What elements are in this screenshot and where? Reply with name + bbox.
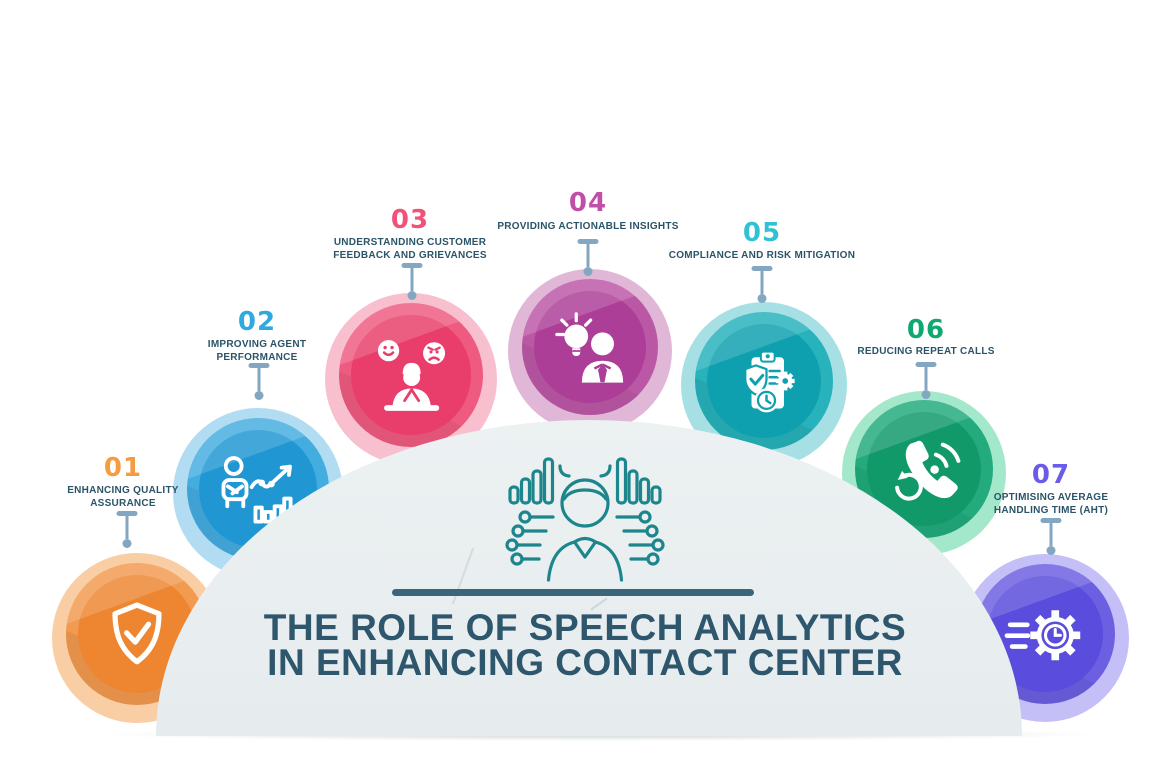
step-label: ENHANCING QUALITY ASSURANCE [67,485,179,509]
circle-inner [351,315,471,435]
step-label: COMPLIANCE AND RISK MITIGATION [668,250,856,261]
step-03-circle [325,293,497,465]
connector-line [1040,518,1062,555]
step-label: UNDERSTANDING CUSTOMER FEEDBACK AND GRIE… [333,237,487,261]
step-number: 02 [237,307,277,337]
speech-analytics-person-icon [505,457,665,582]
title-divider [392,589,754,596]
connector-line [915,362,937,399]
connector-line [751,266,773,303]
step-label: REDUCING REPEAT CALLS [857,346,995,357]
compliance-risk-icon [744,350,795,413]
step-number: 05 [742,218,782,248]
actionable-insights-icon [555,312,624,383]
repeat-calls-icon [895,440,961,501]
step-number: 06 [906,315,946,345]
step-label: OPTIMISING AVERAGE HANDLING TIME (AHT) [993,492,1109,516]
aht-optimisation-icon [1004,610,1081,661]
page-title: THE ROLE OF SPEECH ANALYTICS IN ENHANCIN… [263,607,907,683]
circle-inner [533,290,647,404]
connector-line [577,239,599,276]
step-04-circle [508,269,672,433]
connector-line [401,263,423,300]
connector-line [116,511,138,548]
step-label: PROVIDING ACTIONABLE INSIGHTS [497,221,679,232]
circle-inner [706,323,822,439]
step-number: 07 [1031,460,1071,490]
customer-feedback-icon [377,340,446,411]
step-number: 03 [390,205,430,235]
shield-check-icon [112,602,162,665]
step-05-circle [681,302,847,468]
connector-line [248,363,270,400]
step-number: 01 [103,453,143,483]
step-number: 04 [568,188,608,218]
circle-halo [508,269,672,433]
step-label: IMPROVING AGENT PERFORMANCE [207,339,307,363]
